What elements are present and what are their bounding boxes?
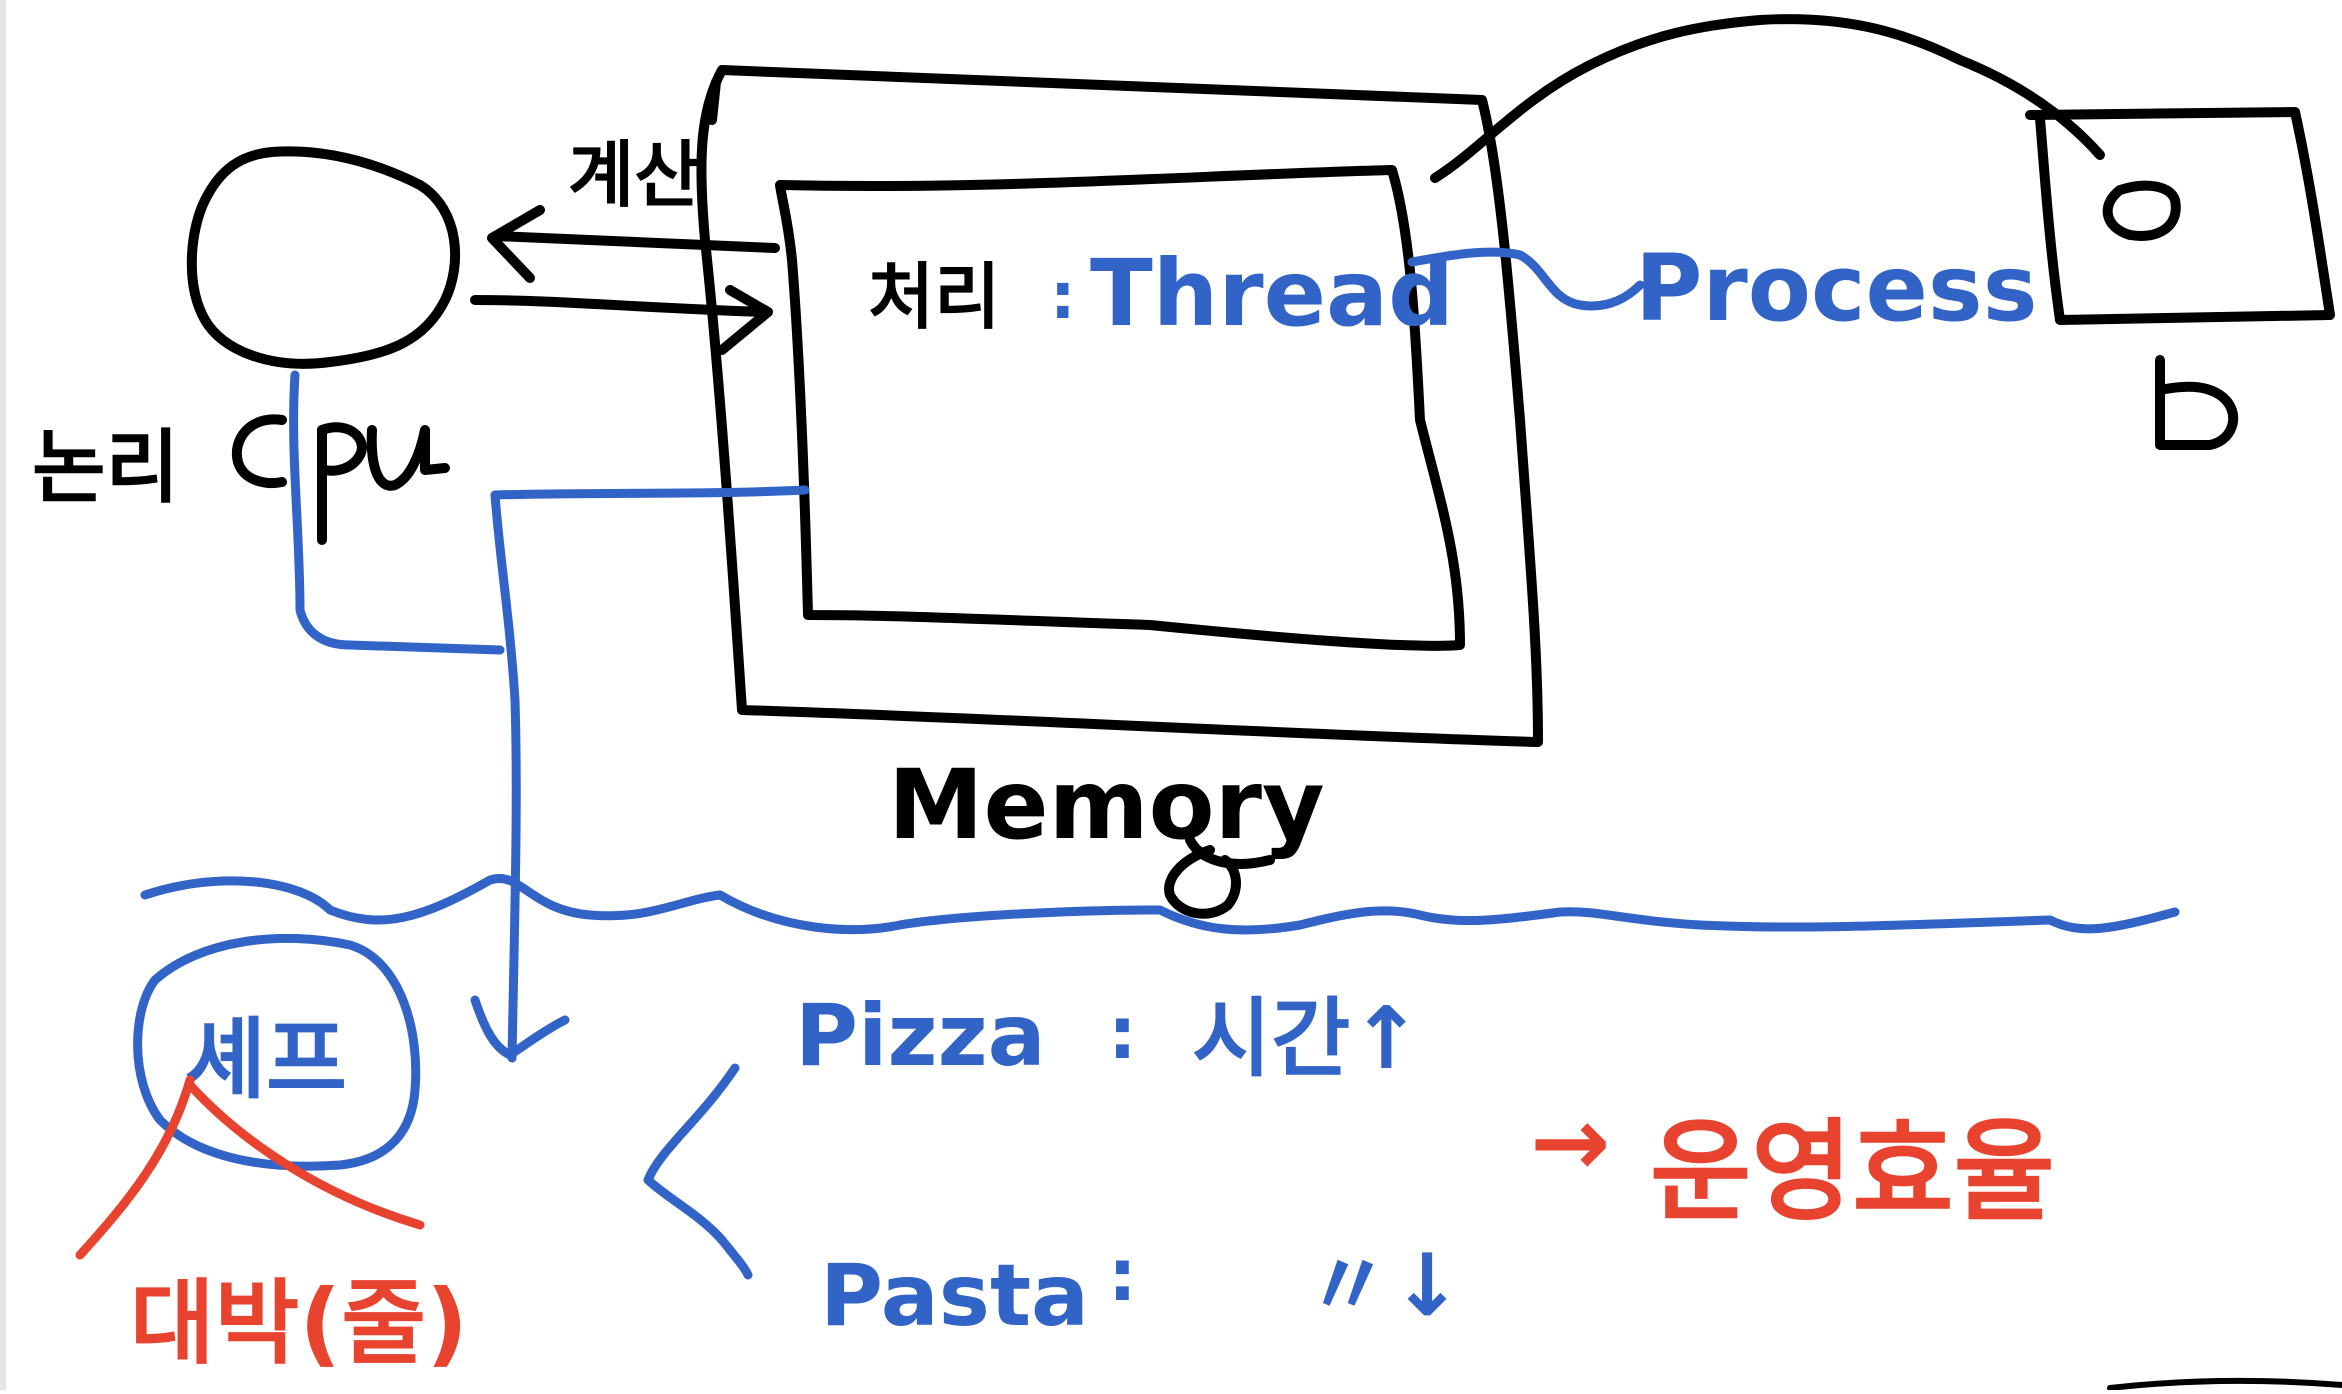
memory-drop-arrow	[470, 995, 570, 1060]
red-cross-strokes	[75, 1075, 425, 1260]
compute-label: 계산	[568, 133, 700, 217]
logic-label: 논리	[32, 421, 179, 514]
left-edge-strip	[0, 0, 6, 1390]
menu-bracket	[643, 1063, 753, 1280]
efficiency-label: 운영효율	[1650, 1108, 2055, 1236]
pasta-label: Pasta	[820, 1246, 1089, 1346]
pasta-colon: :	[1108, 1233, 1137, 1317]
bottom-right-edge	[2107, 1377, 2342, 1391]
thread-process-link	[1407, 247, 1645, 311]
memory-outer-box	[696, 65, 1543, 747]
process-label: Process	[1635, 235, 2037, 342]
cpu-letter-p	[317, 422, 367, 545]
memory-outer-tick	[707, 77, 721, 125]
jackpot-label: 대박(줄)	[130, 1270, 468, 1377]
memory-label-tail	[1164, 835, 1275, 919]
cpu-letter-u	[366, 425, 450, 491]
processing-label: 처리	[868, 255, 1000, 339]
process-icon-circle	[2102, 180, 2181, 241]
chef-label: 셰프	[185, 1008, 347, 1111]
arrow-note: →	[1530, 1086, 1610, 1198]
arrow-to-cpu	[487, 205, 780, 283]
pizza-label: Pizza	[795, 986, 1046, 1086]
pasta-value: 〃↓	[1305, 1236, 1463, 1336]
memory-label: Memory	[888, 749, 1325, 861]
d-letter	[2155, 355, 2239, 450]
memory-drop-line	[490, 485, 810, 1063]
arrow-to-memory	[470, 285, 773, 355]
thread-label: Thread	[1090, 240, 1454, 347]
wavy-divider	[140, 873, 2180, 935]
link-to-process-icon	[1430, 14, 2105, 183]
processing-colon: :	[1050, 260, 1076, 334]
chef-circle	[133, 933, 421, 1171]
cpu-drop-line	[289, 370, 505, 655]
cpu-circle	[186, 146, 460, 369]
cpu-letter-c	[231, 414, 287, 488]
pizza-colon: :	[1108, 991, 1137, 1075]
pizza-value: 시간↑	[1192, 989, 1422, 1089]
process-inner-box	[775, 165, 1465, 651]
process-icon-box	[2025, 107, 2335, 325]
